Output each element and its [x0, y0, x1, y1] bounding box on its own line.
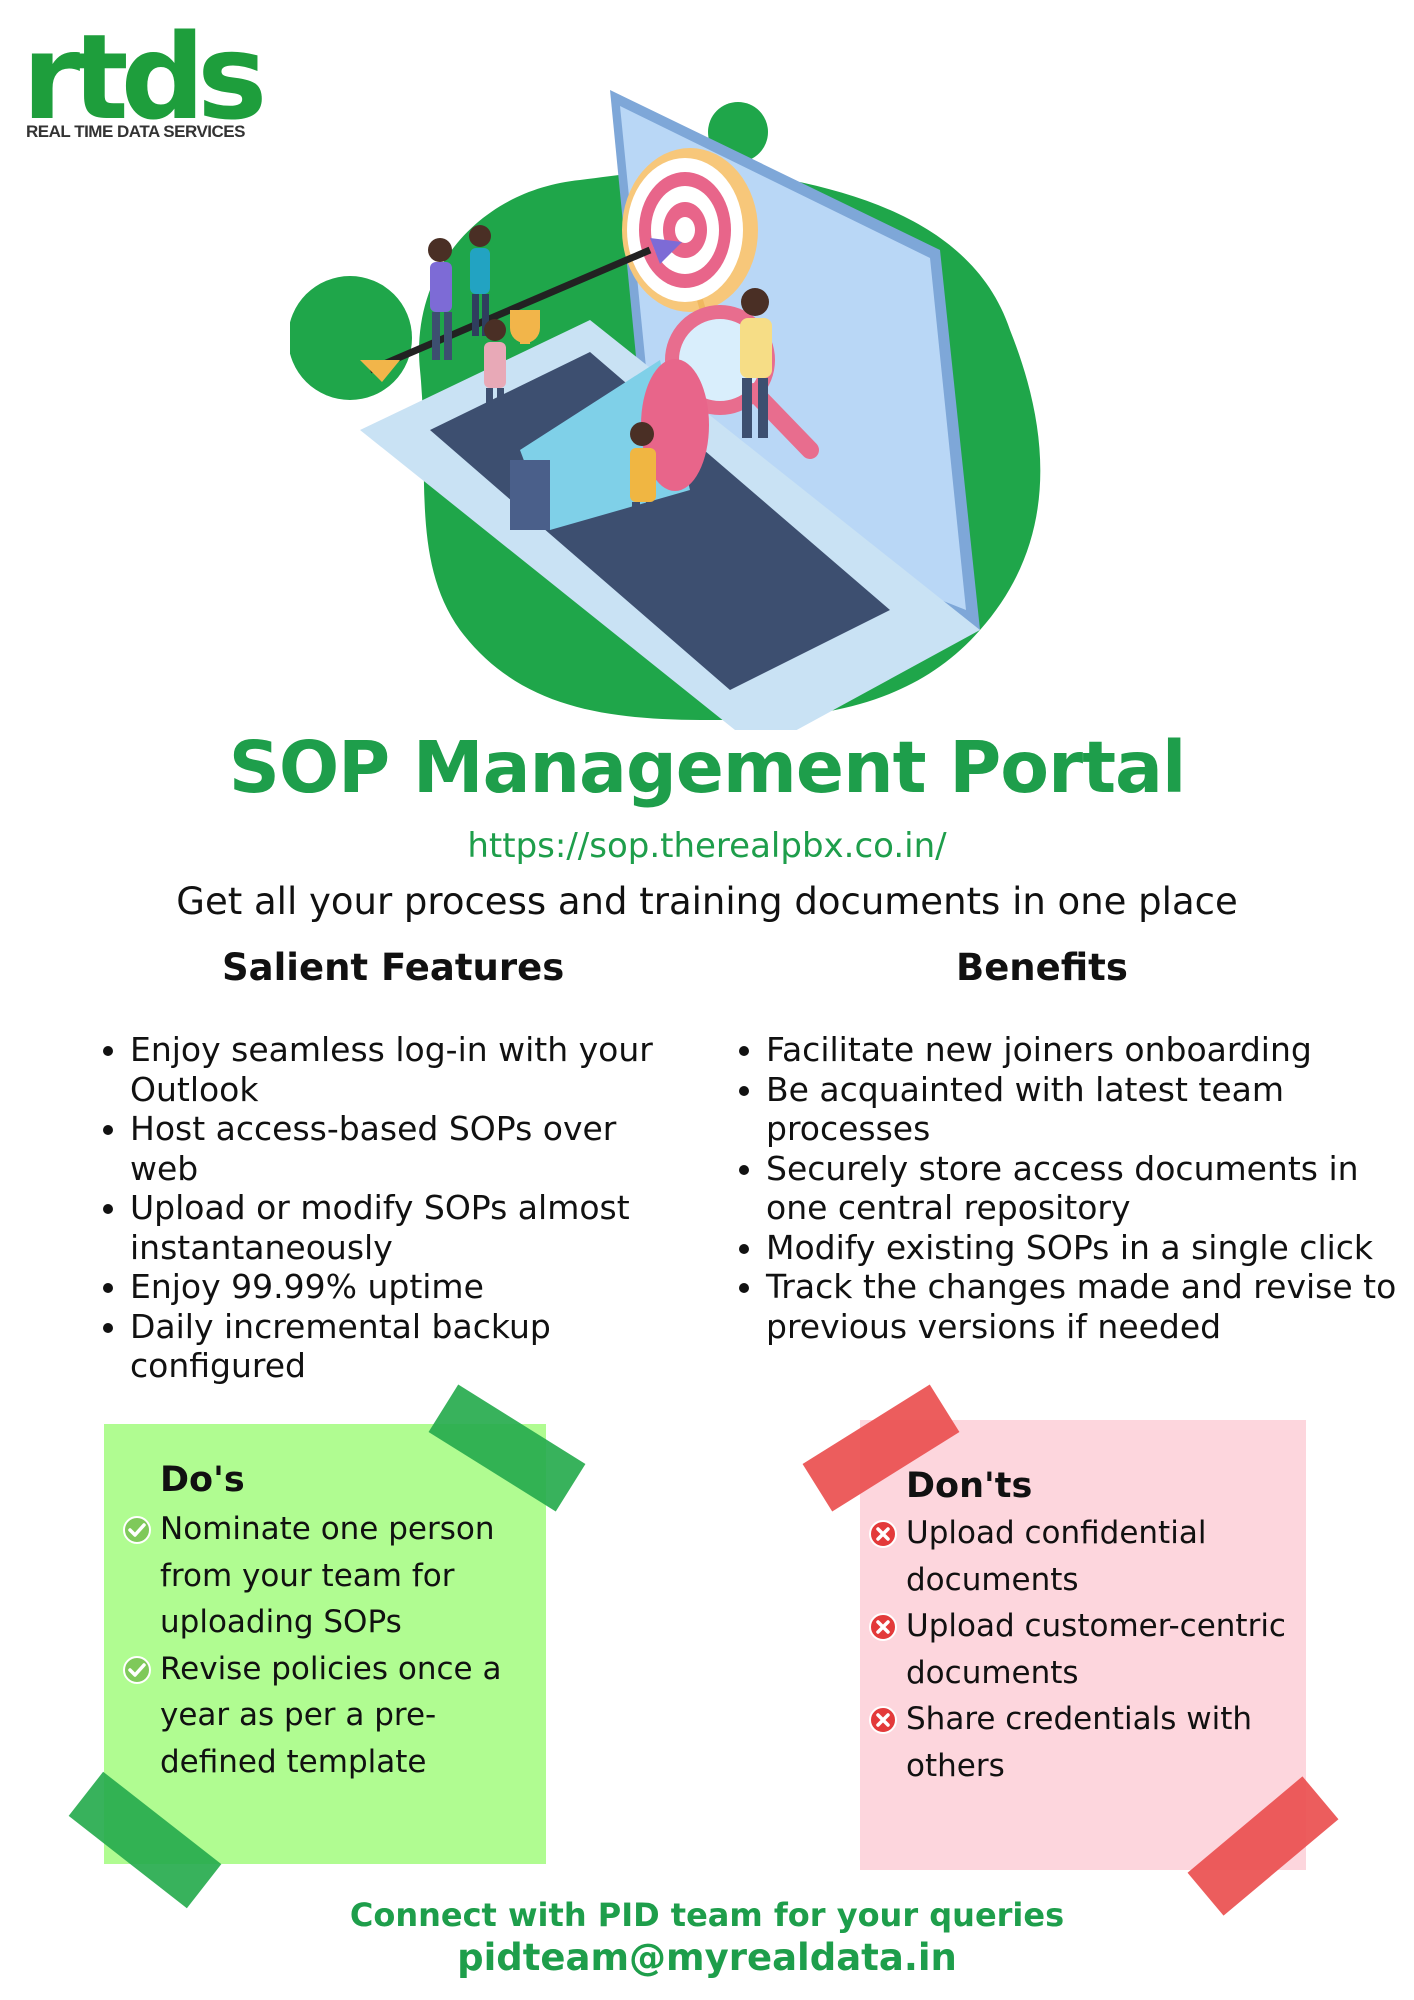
donts-item-text: Upload confidential documents [906, 1515, 1207, 1598]
list-item: Share credentials with others [866, 1696, 1306, 1789]
hero-illustration [290, 90, 1041, 730]
list-item: Enjoy seamless log-in with your Outlook [130, 1030, 690, 1109]
list-item: Upload confidential documents [866, 1510, 1306, 1603]
donts-heading: Don'ts [906, 1466, 1033, 1506]
donts-item-text: Share credentials with others [906, 1701, 1253, 1784]
list-item: Modify existing SOPs in a single click [766, 1228, 1406, 1268]
decor-circle-left [290, 276, 412, 400]
dos-item-text: Nominate one person from your team for u… [160, 1511, 495, 1640]
list-item: Facilitate new joiners onboarding [766, 1030, 1406, 1070]
logo-subtitle: REAL TIME DATA SERVICES [26, 122, 245, 141]
donts-list: Upload confidential documents Upload cus… [866, 1510, 1306, 1789]
dos-item-text: Revise policies once a year as per a pre… [160, 1650, 502, 1780]
dos-list: Nominate one person from your team for u… [120, 1506, 540, 1785]
portal-url-link[interactable]: https://sop.therealpbx.co.in/ [467, 826, 947, 866]
benefits-list: Facilitate new joiners onboarding Be acq… [730, 1030, 1406, 1346]
x-circle-icon [869, 1613, 897, 1641]
target-icon [622, 148, 758, 371]
features-list: Enjoy seamless log-in with your Outlook … [94, 1030, 690, 1386]
x-circle-icon [869, 1520, 897, 1548]
list-item: Enjoy 99.99% uptime [130, 1267, 690, 1307]
features-heading: Salient Features [222, 946, 565, 989]
contact-email-link[interactable]: pidteam@myrealdata.in [457, 1936, 957, 1979]
check-circle-icon [123, 1516, 151, 1544]
logo-wordmark: rtds [22, 8, 267, 146]
list-item: Daily incremental backup configured [130, 1307, 690, 1386]
brand-logo: rtds REAL TIME DATA SERVICES [22, 18, 272, 148]
list-item: Revise policies once a year as per a pre… [120, 1646, 540, 1786]
tagline: Get all your process and training docume… [176, 880, 1238, 923]
person-icon [484, 319, 506, 432]
list-item: Securely store access documents in one c… [766, 1149, 1406, 1228]
donts-note: Don'ts Upload confidential documents Upl… [860, 1420, 1306, 1870]
donts-item-text: Upload customer-centric documents [906, 1608, 1286, 1691]
list-item: Upload customer-centric documents [866, 1603, 1306, 1696]
list-item: Upload or modify SOPs almost instantaneo… [130, 1188, 690, 1267]
person-icon [469, 225, 491, 336]
contact-line: Connect with PID team for your queries [349, 1896, 1065, 1934]
dos-note: Do's Nominate one person from your team … [104, 1424, 546, 1864]
person-icon [428, 238, 452, 360]
page-title: SOP Management Portal [228, 726, 1187, 809]
list-item: Nominate one person from your team for u… [120, 1506, 540, 1646]
person-icon [630, 422, 656, 552]
list-item: Host access-based SOPs over web [130, 1109, 690, 1188]
benefits-heading: Benefits [956, 946, 1128, 989]
list-item: Track the changes made and revise to pre… [766, 1267, 1406, 1346]
list-item: Be acquainted with latest team processes [766, 1070, 1406, 1149]
x-circle-icon [869, 1706, 897, 1734]
dos-heading: Do's [160, 1460, 245, 1500]
trophy-icon [510, 310, 540, 344]
check-circle-icon [123, 1655, 151, 1684]
person-icon [740, 288, 772, 438]
